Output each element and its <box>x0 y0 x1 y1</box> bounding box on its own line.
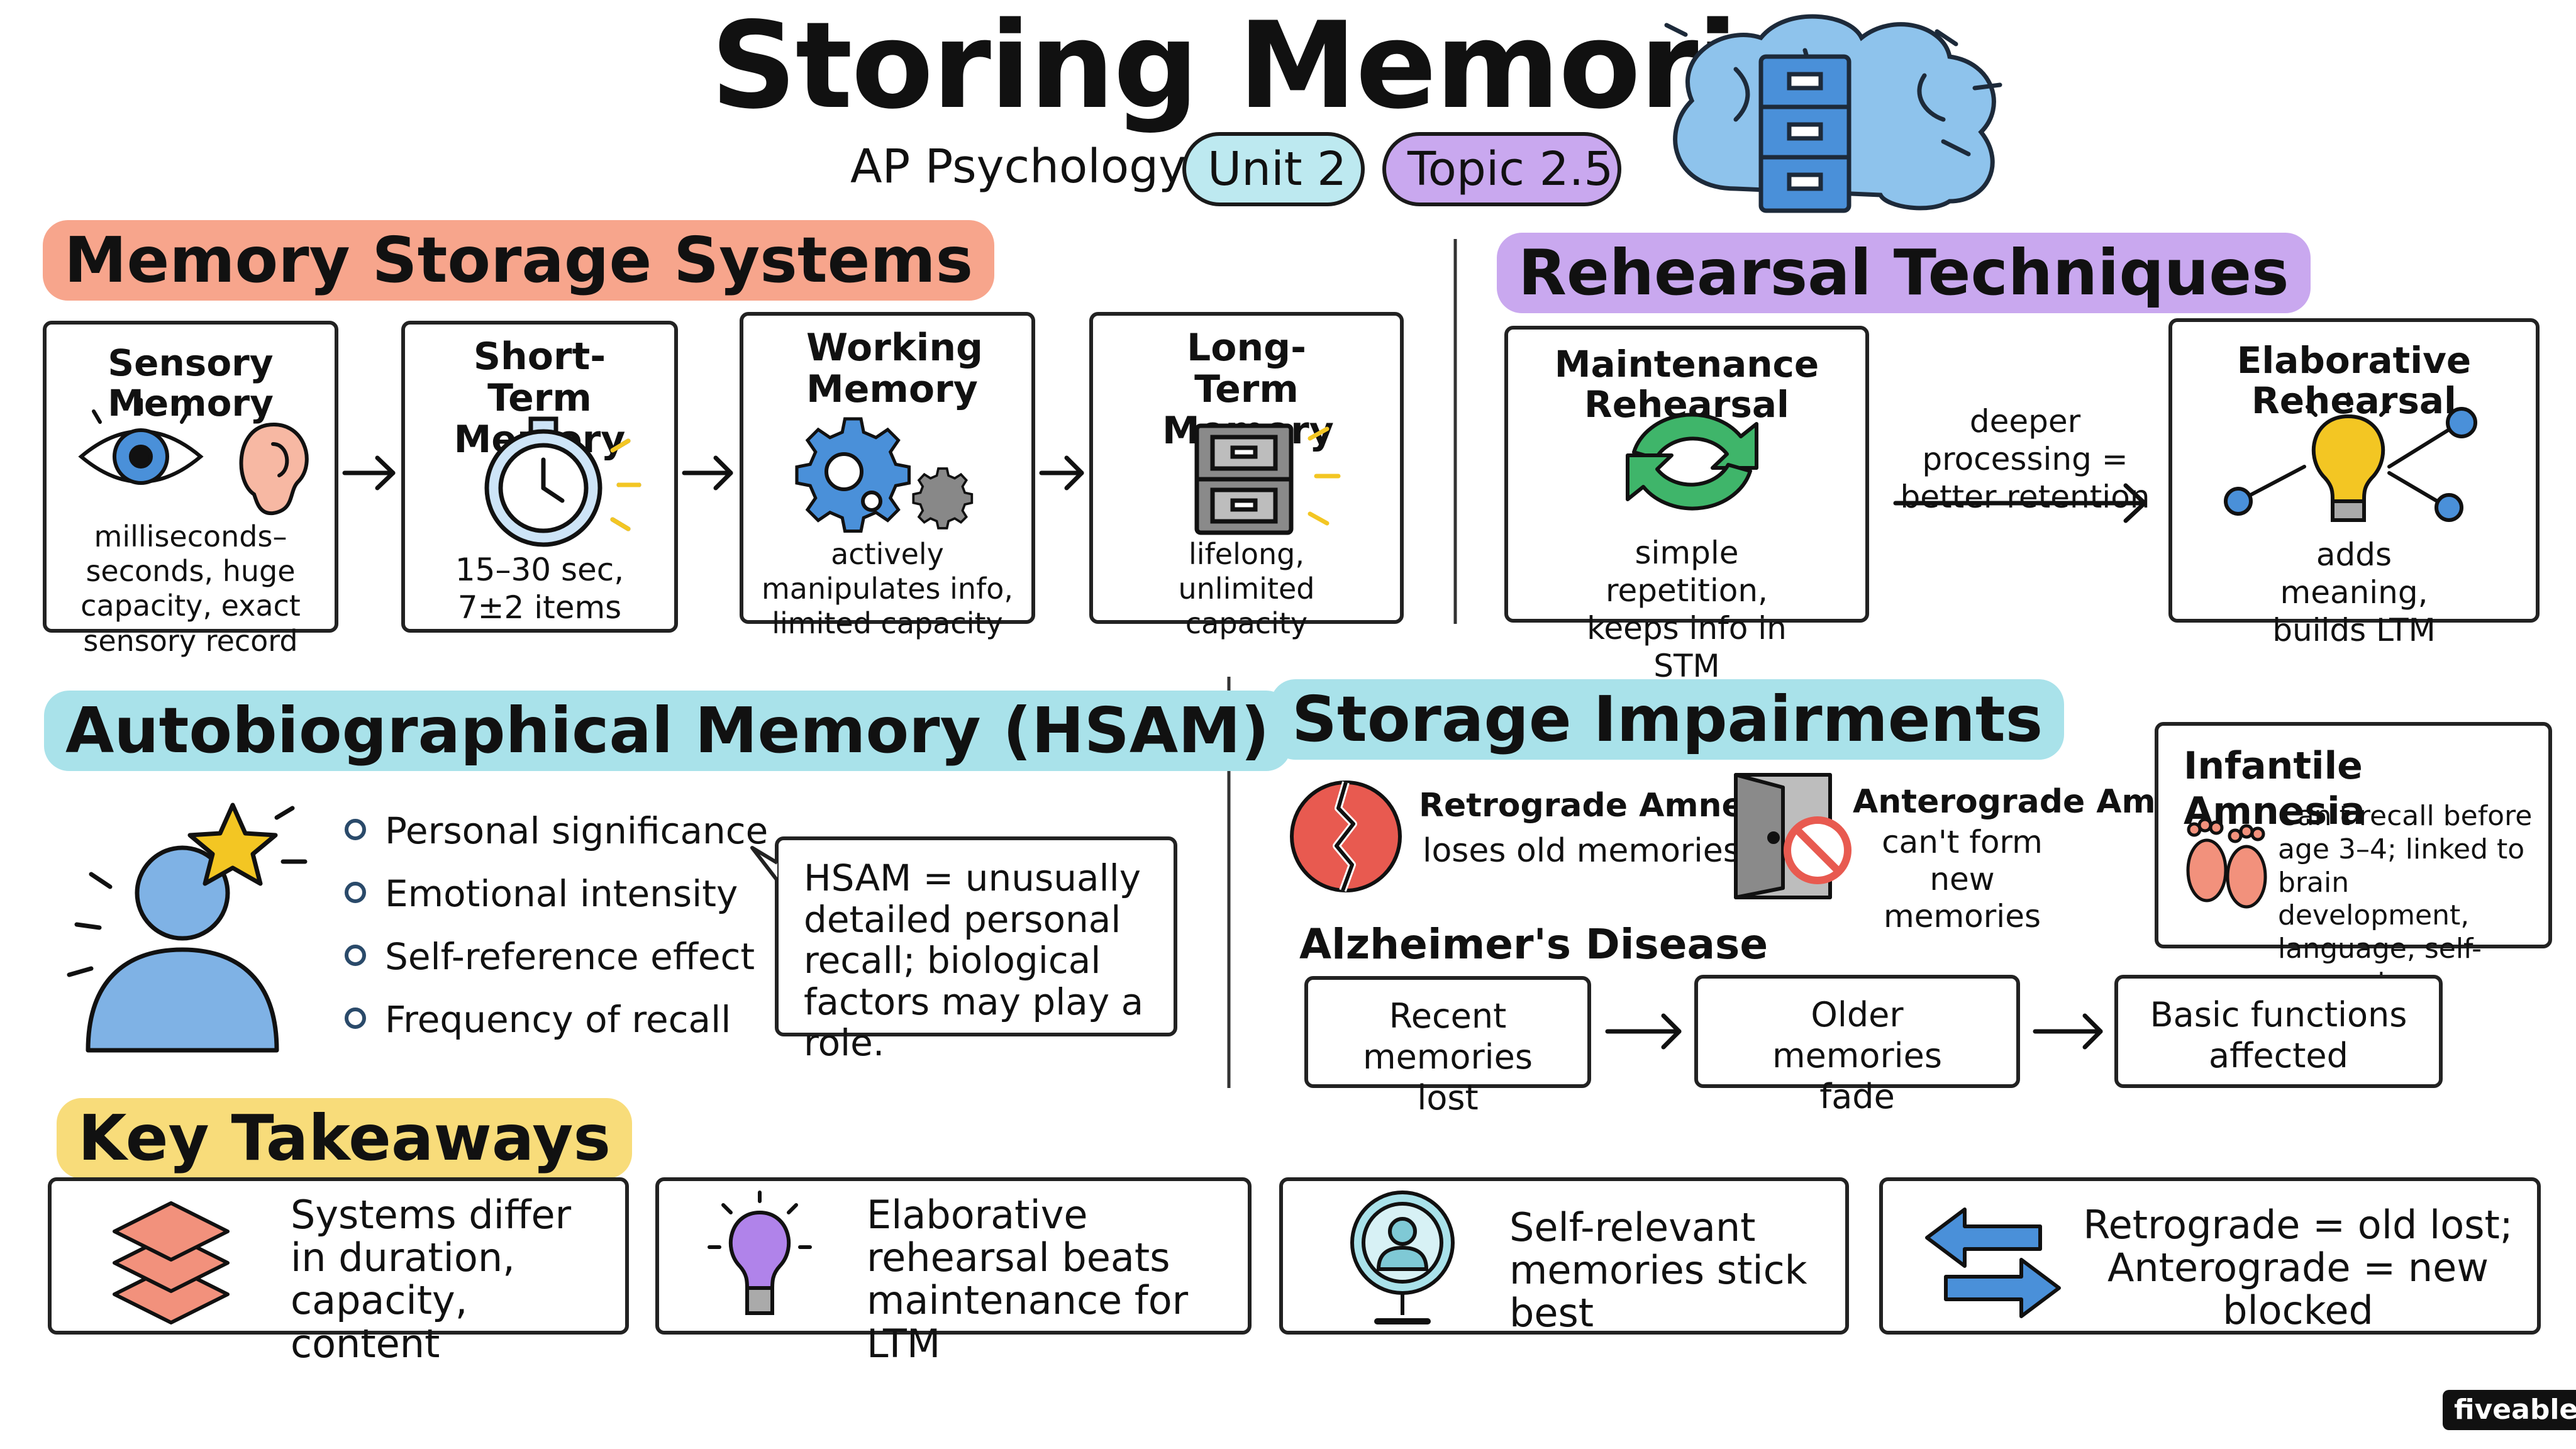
storage-systems-heading: Memory Storage Systems <box>43 220 995 301</box>
rehearsal-arrow-label: deeper processing = better retention <box>1900 403 2150 515</box>
short-term-memory-box: Short-Term Memory 15–30 sec, 7±2 items <box>401 321 678 633</box>
stopwatch-icon <box>484 416 641 547</box>
working-memory-box: Working Memory actively manipulates info… <box>740 312 1035 640</box>
technique-description: adds meaning, builds LTM <box>2272 536 2436 648</box>
stage-description: milliseconds–seconds, huge capacity, exa… <box>80 519 301 658</box>
impairments-heading: Storage Impairments <box>1270 679 2065 760</box>
step-text: Basic functions affected <box>2150 995 2407 1075</box>
alzheimers-step: Recent memories lost <box>1304 976 1591 1118</box>
step-text: Recent memories lost <box>1362 996 1533 1118</box>
sensory-memory-box: Sensory Memory milliseconds–seconds, hug… <box>43 321 338 658</box>
bullet-text: Emotional intensity <box>385 872 738 915</box>
takeaway-text: Systems differ in duration, capacity, co… <box>291 1192 572 1367</box>
takeaway-text: Retrograde = old lost; Anterograde = new… <box>2083 1202 2513 1334</box>
opposite-arrows-icon <box>1925 1208 2061 1318</box>
filing-cabinet-icon <box>1194 423 1341 535</box>
hsam-bullet: Self-reference effect <box>345 938 755 975</box>
rehearsal-heading: Rehearsal Techniques <box>1497 233 2311 313</box>
takeaway-text: Elaborative rehearsal beats maintenance … <box>867 1192 1189 1367</box>
stage-description: actively manipulates info, limited capac… <box>761 537 1014 641</box>
topic-badge: Topic 2.5 <box>1382 132 1621 206</box>
baby-feet-icon <box>2186 818 2267 909</box>
hsam-bullet: Emotional intensity <box>345 875 738 912</box>
unit-badge: Unit 2 <box>1182 132 1365 206</box>
gears-icon <box>795 417 974 533</box>
takeaway-card: Self-relevant memories stick best <box>1279 1177 1849 1335</box>
alzheimers-title: Alzheimer's Disease <box>1299 920 1768 969</box>
takeaway-text: Self-relevant memories stick best <box>1509 1204 1807 1336</box>
step-text: Older memories fade <box>1772 995 1943 1116</box>
takeaway-card: Systems differ in duration, capacity, co… <box>48 1177 629 1365</box>
stage-title: Long-Term Memory <box>1162 326 1334 452</box>
repeat-arrows-icon <box>1626 413 1758 511</box>
flow-arrow <box>1039 455 1084 491</box>
retrograde-title: Retrograde Amnesia <box>1419 787 1797 824</box>
flow-arrow <box>342 455 396 491</box>
maintenance-rehearsal-box: Maintenance Rehearsal simple repetition,… <box>1504 326 1869 684</box>
course-label: AP Psychology · <box>850 143 1216 190</box>
lightbulb-network-icon <box>2224 392 2477 522</box>
stage-description: 15–30 sec, 7±2 items <box>455 552 625 626</box>
technique-description: simple repetition, keeps info in STM <box>1587 535 1787 684</box>
bullet-dot <box>345 881 366 903</box>
stage-title: Sensory Memory <box>108 341 274 425</box>
alzheimers-step: Older memories fade <box>1694 975 2020 1116</box>
course-name: AP Psychology <box>850 140 1186 194</box>
bullet-dot <box>345 818 366 840</box>
fiveable-logo: fiveable <box>2443 1390 2576 1430</box>
bullet-dot <box>345 944 366 966</box>
long-term-memory-box: Long-Term Memory lifelong, unlimited cap… <box>1089 312 1404 640</box>
hsam-heading: Autobiographical Memory (HSAM) <box>44 691 1291 771</box>
bullet-text: Personal significance <box>385 809 769 852</box>
takeaway-card: Retrograde = old lost; Anterograde = new… <box>1879 1177 2541 1335</box>
bullet-text: Frequency of recall <box>385 998 731 1041</box>
infantile-description: Can't recall before age 3–4; linked to b… <box>2278 800 2533 998</box>
hsam-bullet: Frequency of recall <box>345 1001 731 1038</box>
mirror-person-icon <box>1350 1191 1455 1324</box>
lightbulb-icon <box>708 1191 812 1315</box>
eye-ear-icon <box>78 398 309 516</box>
technique-title: Elaborative Rehearsal <box>2236 339 2472 422</box>
infantile-amnesia-box: Infantile Amnesia Can't recall before ag… <box>2155 722 2552 998</box>
person-star-icon <box>67 802 308 1053</box>
page-title: Storing Memories <box>711 0 1888 135</box>
alzheimers-step: Basic functions affected <box>2114 975 2443 1088</box>
flow-arrow <box>1605 1013 1682 1050</box>
hsam-bullet: Personal significance <box>345 813 768 849</box>
takeaways-heading: Key Takeaways <box>57 1098 632 1179</box>
layers-icon <box>113 1201 230 1324</box>
bullet-text: Self-reference effect <box>385 935 755 978</box>
takeaway-card: Elaborative rehearsal beats maintenance … <box>655 1177 1252 1365</box>
stage-description: lifelong, unlimited capacity <box>1178 537 1315 641</box>
hsam-note: HSAM = unusually detailed personal recal… <box>804 857 1144 1065</box>
flow-arrow <box>2033 1013 2103 1050</box>
stage-title: Working Memory <box>806 326 983 411</box>
elaborative-rehearsal-box: Elaborative Rehearsal adds meaning, buil… <box>2168 318 2540 648</box>
flow-arrow <box>682 455 733 491</box>
hsam-note-box: HSAM = unusually detailed personal recal… <box>775 836 1177 1063</box>
anterograde-description: can't form new memories <box>1882 824 2043 935</box>
broken-brain-icon <box>1290 780 1402 892</box>
bullet-dot <box>345 1007 366 1029</box>
blocked-door-icon <box>1734 773 1852 899</box>
retrograde-description: loses old memories <box>1423 832 1740 870</box>
